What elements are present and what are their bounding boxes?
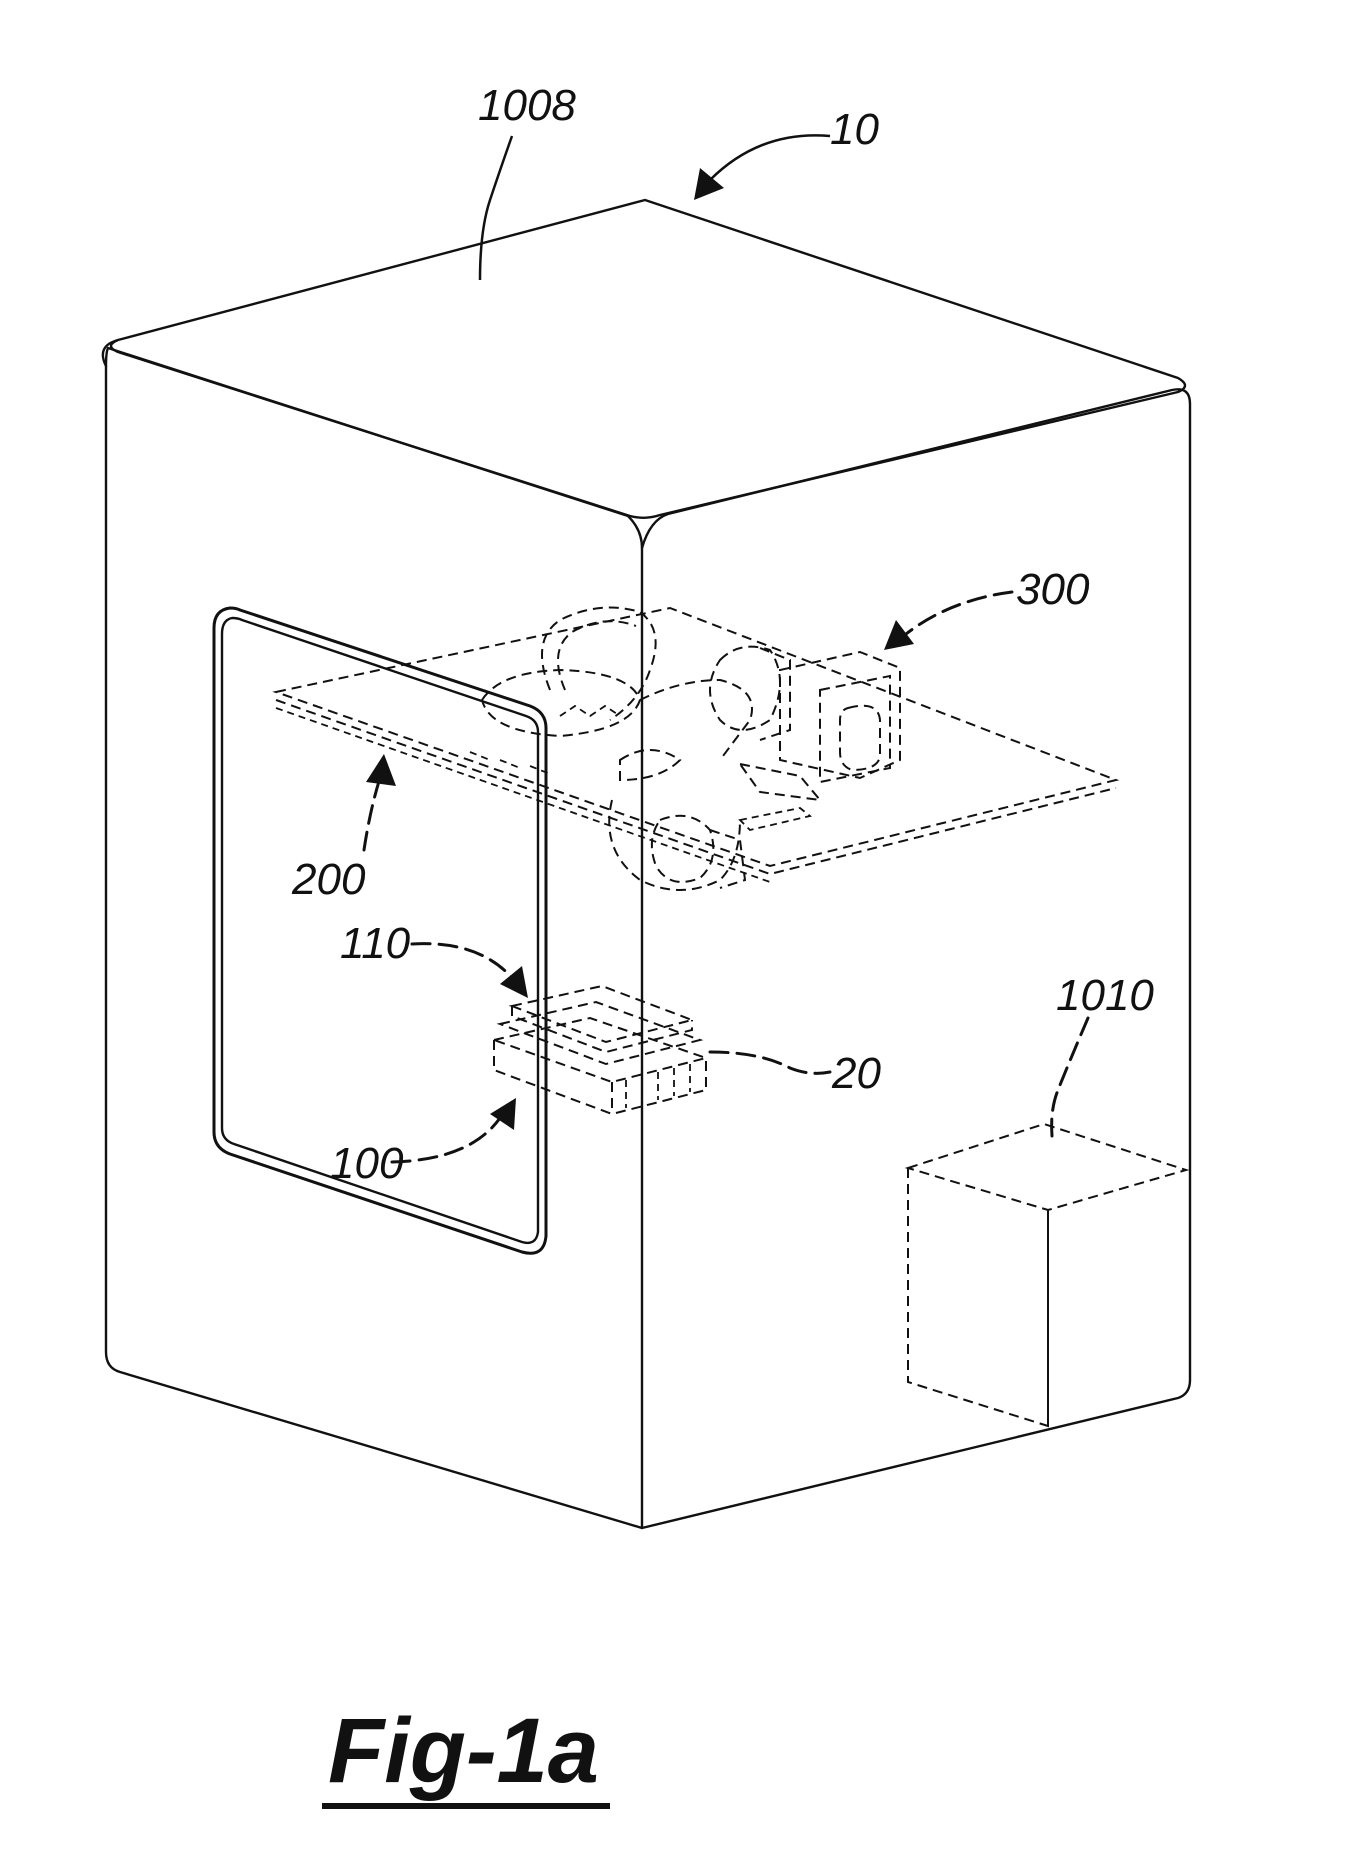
compartment-front [908, 1168, 1048, 1426]
upper-board-assembly [276, 608, 1116, 891]
ref-1010: 1010 [1056, 971, 1154, 1020]
board-chip [740, 808, 810, 830]
cabinet-top-face [111, 200, 1185, 518]
connector-base [740, 764, 820, 800]
gear-disc [482, 670, 640, 736]
cabinet-side-face [642, 389, 1190, 1528]
leader-300 [884, 592, 1012, 650]
leader-10 [694, 135, 830, 200]
mechanism-arm [620, 750, 680, 780]
ref-10: 10 [830, 105, 879, 154]
leader-1010 [1052, 1018, 1088, 1136]
lower-roller [652, 816, 714, 882]
gear-teeth [560, 706, 620, 716]
leader-100 [392, 1098, 516, 1162]
compartment-top [908, 1124, 1186, 1210]
lower-mechanism [609, 800, 740, 890]
ref-300: 300 [1016, 565, 1090, 614]
leader-200 [364, 754, 396, 850]
connector-socket [840, 706, 880, 770]
compartment-box [908, 1124, 1186, 1426]
leader-1008 [480, 136, 512, 280]
mechanism-linkage [640, 680, 752, 760]
cabinet-rear-edge [103, 340, 118, 366]
module-fins [626, 1064, 690, 1108]
cabinet [103, 200, 1190, 1528]
lower-bracket [710, 830, 745, 888]
motor-cylinder [710, 647, 780, 730]
ref-110: 110 [340, 919, 411, 968]
upper-board-edge [276, 700, 1116, 874]
gear-housing-inner [558, 621, 636, 690]
ref-20: 20 [831, 1049, 881, 1098]
upper-board-plate [276, 608, 1116, 866]
ref-200: 200 [291, 855, 366, 904]
ref-1008: 1008 [478, 81, 576, 130]
leader-20 [710, 1052, 830, 1073]
ref-100: 100 [330, 1139, 404, 1188]
motor-cylinder-body [760, 648, 790, 740]
leader-110 [412, 944, 528, 998]
module-assembly [494, 986, 706, 1114]
figure-caption: Fig-1a [328, 1700, 599, 1802]
